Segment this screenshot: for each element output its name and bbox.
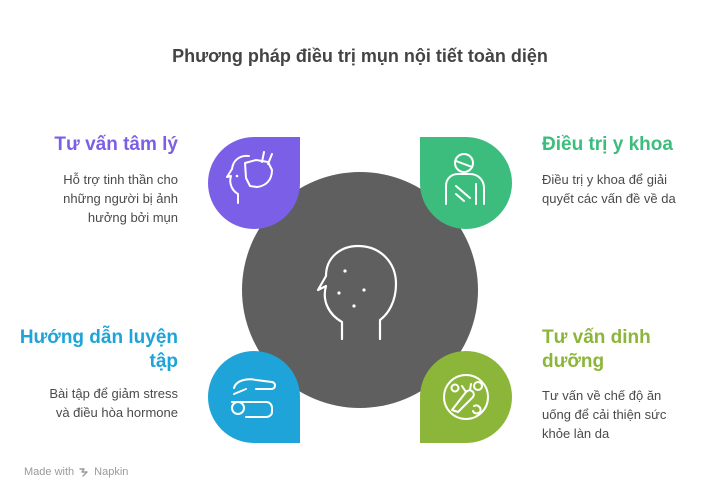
- psychological-counseling-description: Hỗ trợ tinh thần cho những người bị ảnh …: [63, 172, 178, 225]
- medical-treatment-heading: Điều trị y khoa: [542, 134, 673, 155]
- bottom-left-node: [208, 351, 300, 443]
- page-title: Phương pháp điều trị mụn nội tiết toàn d…: [172, 46, 548, 66]
- made-with-label: Made with: [24, 466, 75, 478]
- made-with-napkin-footer: Made with Napkin: [24, 466, 128, 478]
- exercise-guidance-description: Bài tập để giảm stress và điều hòa hormo…: [49, 386, 178, 420]
- psychological-counseling-heading: Tư vấn tâm lý: [54, 134, 178, 155]
- healthy-food-icon: [443, 374, 489, 420]
- head-with-acne-icon: [316, 244, 398, 341]
- nutrition-counseling-heading: Tư vấn dinh dưỡng: [542, 327, 651, 372]
- bottom-right-node: [420, 351, 512, 443]
- napkin-logo-icon: [79, 468, 88, 477]
- napkin-brand-label: Napkin: [94, 466, 129, 478]
- head-hand-support-icon: [226, 151, 273, 204]
- nutrition-counseling-description: Tư vấn về chế độ ăn uống để cải thiện sứ…: [542, 388, 667, 441]
- medical-treatment-description: Điều trị y khoa để giải quyết các vấn đề…: [542, 172, 676, 206]
- top-right-node: [420, 137, 512, 229]
- exercise-guidance-heading: Hướng dẫn luyện tập: [19, 327, 178, 372]
- top-left-node: [208, 137, 300, 229]
- patient-bandage-icon: [445, 153, 485, 205]
- exercise-mat-icon: [231, 378, 276, 418]
- center-circle: [242, 172, 478, 408]
